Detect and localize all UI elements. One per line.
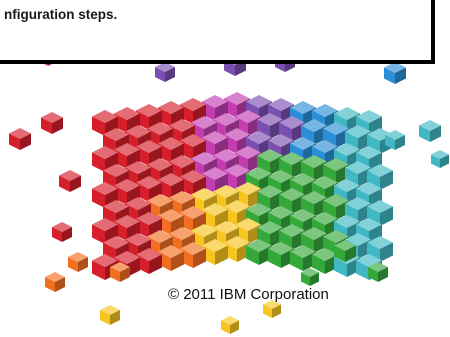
scatter-cube xyxy=(385,130,405,150)
pile-cube xyxy=(257,185,283,211)
scatter-cube xyxy=(431,150,449,168)
pile-cube xyxy=(180,98,206,124)
scatter-cube xyxy=(9,128,31,150)
scatter-cube xyxy=(368,262,388,282)
scatter-cube xyxy=(155,62,175,82)
pile-cube xyxy=(103,164,129,190)
scatter-cube xyxy=(45,272,65,292)
scatter-cube xyxy=(100,305,120,325)
scatter-cube xyxy=(334,240,356,262)
callout-text: nfiguration steps. xyxy=(4,7,118,22)
scatter-cube xyxy=(110,262,130,282)
scatter-cube xyxy=(41,112,63,134)
copyright-text: © 2011 IBM Corporation xyxy=(168,286,329,303)
pile-cube xyxy=(136,248,162,274)
pile-cube xyxy=(92,218,118,244)
pile-cube xyxy=(323,122,349,148)
pile-cube xyxy=(92,182,118,208)
scatter-cube xyxy=(221,316,239,334)
scatter-cube xyxy=(68,252,88,272)
scatter-cube xyxy=(59,170,81,192)
scatter-cube xyxy=(384,62,406,84)
instruction-callout-box: nfiguration steps. xyxy=(0,0,435,64)
scatter-cube xyxy=(263,300,281,318)
scatter-cube xyxy=(52,222,72,242)
scatter-cube xyxy=(301,268,319,286)
scatter-cube xyxy=(419,120,441,142)
